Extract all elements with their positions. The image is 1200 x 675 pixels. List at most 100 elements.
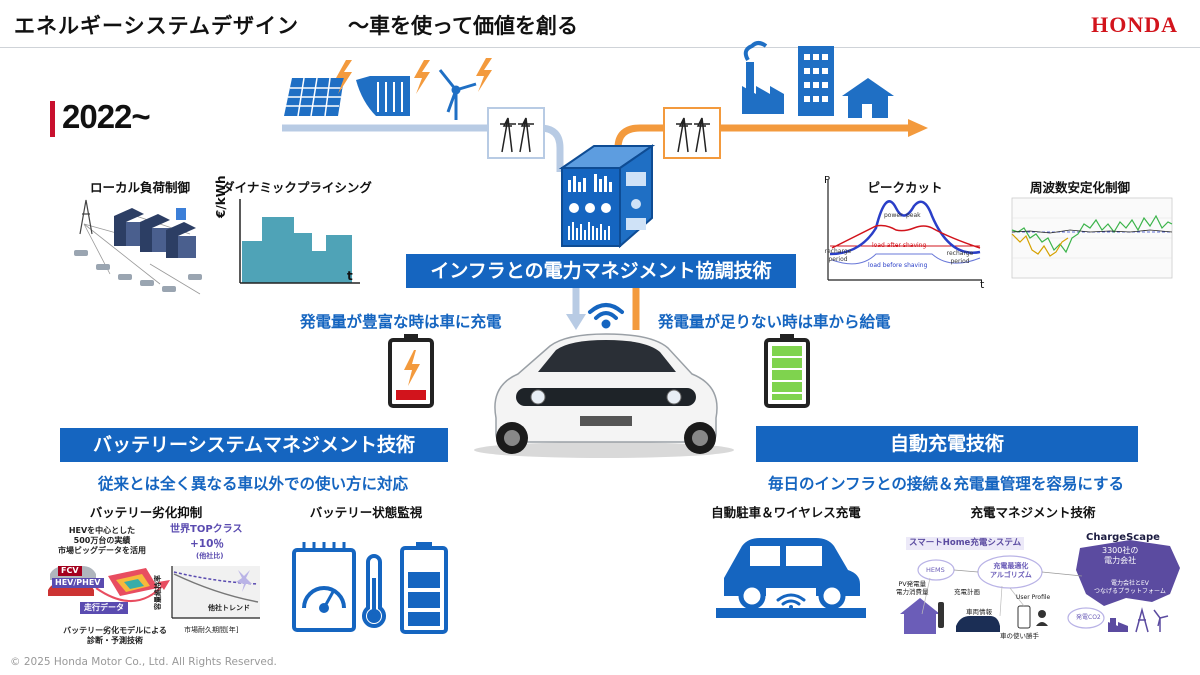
load-before-curve — [829, 200, 981, 256]
battery-level-icon — [400, 542, 448, 634]
battery-degradation-diagram — [48, 566, 260, 619]
local-load-control-label: ローカル負荷制御 — [89, 180, 190, 195]
chargescape-label: ChargeScape — [1086, 532, 1160, 543]
co2-label: 発電CO2 — [1076, 614, 1101, 621]
vehicle-usability-label: 車の使い勝手 — [1000, 632, 1039, 640]
peak-note-recharge-right: recharge period — [946, 250, 974, 265]
battery-mgmt-banner: バッテリーシステムマネジメント技術 — [60, 428, 448, 462]
optim-line-2: アルゴリズム — [990, 570, 1032, 579]
hev-note-line-2: 500万台の実績 — [73, 536, 131, 545]
transmission-tower-icon-left — [487, 107, 545, 159]
driving-data-badge: 走行データ — [80, 602, 128, 614]
wind-turbine-icon — [438, 69, 477, 120]
peak-cut-label: ピークカット — [867, 180, 943, 195]
smart-home-system-label: スマートHome充電システム — [906, 537, 1025, 550]
supply-flow-line — [614, 124, 910, 172]
competitor-trend-label: 他社トレンド — [208, 604, 250, 612]
charge-when-surplus-text: 発電量が豊富な時は車に充電 — [300, 313, 502, 331]
wifi-icon — [588, 303, 624, 329]
factory-icon — [742, 41, 784, 114]
battery-full-icon — [764, 334, 810, 408]
peak-note-peak: peak — [906, 212, 921, 219]
battery-degradation-label: バッテリー劣化抑制 — [89, 505, 203, 520]
charge-plan-label: 充電計画 — [954, 588, 980, 596]
hems-label: HEMS — [926, 566, 945, 574]
data-cube-icon — [558, 144, 656, 249]
optim-algorithm-label: 充電最適化 アルゴリズム — [990, 562, 1032, 580]
world-top-class: 世界TOPクラス — [170, 524, 243, 535]
pricing-x-label: t — [347, 269, 353, 283]
freq-control-label: 周波数安定化制御 — [1029, 180, 1130, 195]
year-accent-bar — [50, 101, 55, 137]
usa-map-shape — [1076, 540, 1180, 606]
user-profile-label: User Profile — [1016, 594, 1051, 601]
page-title: エネルギーシステムデザイン — [14, 14, 299, 38]
peak-note-recharge-left: recharge period — [824, 248, 852, 263]
plus-10-percent: +10％ — [190, 538, 224, 550]
hydro-dam-icon — [356, 76, 410, 116]
hev-phev-badge: HEV/PHEV — [52, 578, 104, 588]
page-subtitle: ～車を使って価値を創る — [348, 14, 578, 38]
capacity-axis-label: 容量維持率 — [154, 575, 162, 610]
price-step-area — [242, 217, 352, 283]
pv-line-1: PV発電量 — [898, 580, 927, 588]
solar-panel-icon — [284, 77, 344, 117]
hev-note-line-1: HEVを中心とした — [68, 526, 136, 535]
peak-note-load-after: load after shaving — [872, 242, 927, 249]
vehicle-info-label: 車両情報 — [966, 608, 992, 616]
pv-line-2: 電力消費量 — [896, 588, 929, 597]
wireless-parking-icon — [716, 538, 866, 618]
ev-platform-line-2: つなげるプラットフォーム — [1094, 587, 1166, 595]
battery-monitoring-label: バッテリー状態監視 — [309, 505, 423, 520]
optim-line-1: 充電最適化 — [993, 562, 1029, 570]
auto-charge-subtext: 毎日のインフラとの接続＆充電量管理を容易にする — [768, 475, 1125, 493]
infra-power-mgmt-banner: インフラとの電力マネジメント協調技術 — [406, 254, 796, 288]
pricing-y-label: €/kWh — [214, 175, 228, 219]
battery-monitoring-icons — [292, 542, 448, 634]
auto-charge-banner: 自動充電技術 — [756, 426, 1138, 462]
load-after-curve — [831, 224, 981, 249]
ev-platform-label: 電力会社とEV つなげるプラットフォーム — [1094, 580, 1166, 595]
hev-note-line-3: 市場ビッグデータを活用 — [58, 546, 146, 555]
utilities-line-1: 3300社の — [1102, 546, 1139, 555]
charge-mgmt-label: 充電マネジメント技術 — [970, 505, 1096, 520]
house-charger-icon — [900, 598, 940, 634]
lightning-icon — [336, 58, 492, 94]
gauge-meter-icon — [292, 542, 356, 632]
wireless-signal-icon — [776, 593, 806, 606]
dynamic-pricing-label: ダイナミックプライシング — [222, 180, 372, 195]
dynamic-pricing-chart — [239, 199, 360, 284]
model-note-line-2: 診断・予測技術 — [87, 636, 143, 645]
frequency-chart — [1011, 197, 1173, 279]
smart-building-grid-image — [70, 194, 210, 300]
year-label: 2022~ — [62, 98, 151, 135]
honda-logo: HONDA — [1091, 12, 1178, 37]
hev-bigdata-note: HEVを中心とした 500万台の実績 市場ビッグデータを活用 — [54, 526, 150, 556]
battery-low-icon — [388, 334, 434, 408]
charge-arrow-head — [566, 314, 586, 330]
peak-note-power: power — [884, 212, 903, 219]
utilities-line-2: 電力会社 — [1104, 556, 1137, 565]
title-bar — [0, 0, 1200, 48]
fcv-badge: FCV — [58, 566, 82, 576]
office-building-icon — [798, 46, 834, 116]
peak-cut-chart — [827, 180, 982, 281]
peak-note-load-before: load before shaving — [868, 262, 928, 269]
freq-series-black — [1011, 229, 1173, 234]
thermometer-icon — [362, 554, 386, 628]
freq-series-green — [1011, 214, 1173, 254]
copyright-footer: © 2025 Honda Motor Co., Ltd. All Rights … — [10, 656, 277, 668]
degradation-model-note: バッテリー劣化モデルによる 診断・予測技術 — [56, 626, 174, 646]
utilities-count: 3300社の 電力会社 — [1102, 546, 1138, 566]
honda-e-car-image — [474, 333, 734, 458]
market-years-axis-label: 市場耐久期間[年] — [184, 626, 239, 634]
peak-y-label: P — [824, 175, 831, 186]
auto-parking-label: 自動駐車＆ワイヤレス充電 — [711, 505, 861, 520]
vs-others-note: (他社比) — [196, 552, 224, 560]
ev-platform-line-1: 電力会社とEV — [1110, 580, 1149, 587]
battery-mgmt-subtext: 従来とは全く異なる車以外での使い方に対応 — [98, 475, 409, 493]
discharge-when-short-text: 発電量が足りない時は車から給電 — [658, 313, 891, 331]
supply-arrow-head — [908, 119, 928, 137]
model-note-line-1: バッテリー劣化モデルによる — [63, 626, 167, 635]
